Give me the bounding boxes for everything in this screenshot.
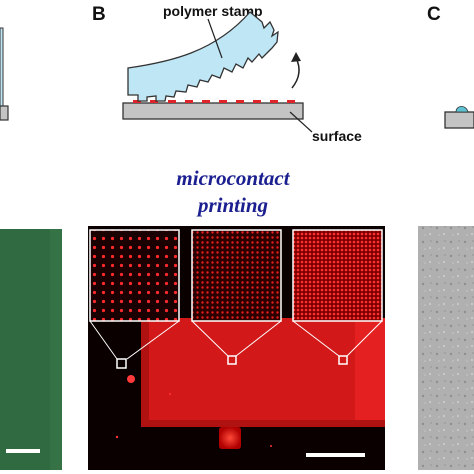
- method-title-line2: printing: [197, 193, 269, 217]
- panel-c-diagram: [444, 105, 474, 129]
- method-title-line1: microcontact: [176, 166, 290, 190]
- grey-micrograph: [418, 226, 474, 470]
- panel-a-diagram: [0, 27, 9, 121]
- zoom-inset-1: [89, 229, 180, 322]
- polymer-stamp-label: polymer stamp: [163, 3, 263, 19]
- surface-label: surface: [312, 128, 362, 144]
- curved-arrow-icon: [291, 57, 300, 89]
- stamp-leader-line: [207, 18, 223, 59]
- surface-leader-line: [289, 111, 313, 133]
- polymer-stamp: [127, 11, 279, 102]
- red-blob: [219, 427, 241, 449]
- red-micrograph: [88, 226, 385, 470]
- green-micrograph: [0, 229, 62, 470]
- panel-letter-b: B: [92, 4, 106, 25]
- zoom-inset-3: [292, 229, 383, 322]
- ink-pattern: [133, 100, 295, 103]
- surface-slab: [122, 102, 304, 120]
- stamp-diagram: [122, 11, 313, 133]
- panel-letter-c: C: [427, 4, 441, 25]
- zoom-inset-2: [191, 229, 282, 322]
